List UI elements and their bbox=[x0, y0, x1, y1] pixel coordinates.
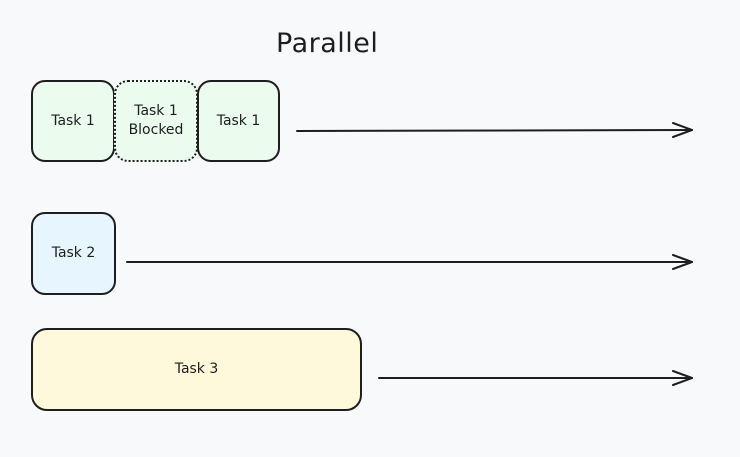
diagram-title: Parallel bbox=[276, 28, 379, 59]
lane-3-timeline-arrow bbox=[378, 370, 693, 386]
lane-1-timeline-arrow bbox=[296, 122, 693, 138]
task-2-box: Task 2 bbox=[31, 212, 116, 295]
task-1-resume-box: Task 1 bbox=[197, 80, 280, 162]
task-1-box: Task 1 bbox=[31, 80, 115, 162]
lane-2-timeline-arrow bbox=[126, 254, 693, 270]
task-3-box: Task 3 bbox=[31, 328, 362, 411]
